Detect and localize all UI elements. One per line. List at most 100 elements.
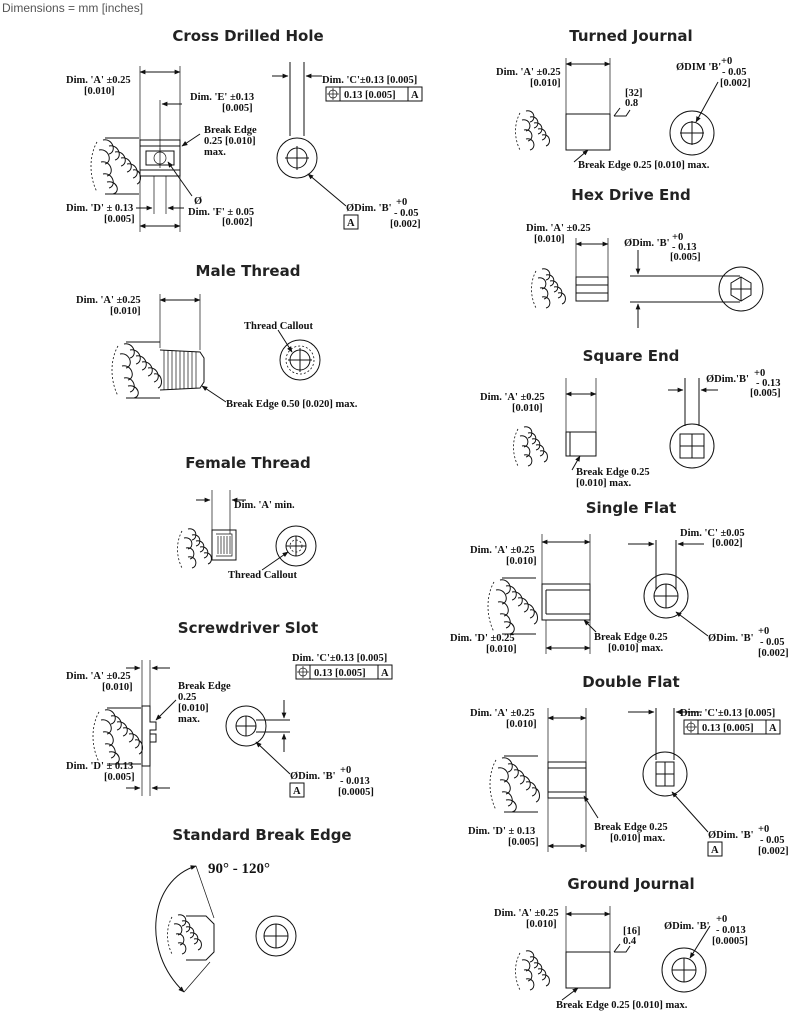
female-end-view	[275, 525, 317, 567]
svg-text:+0: +0	[340, 765, 351, 776]
female-thread-section: Female Thread Dim. 'A' min. Thread Callo…	[177, 454, 317, 581]
female-thread-title: Female Thread	[185, 454, 310, 472]
svg-text:[0.010]: [0.010]	[178, 703, 209, 714]
fcf-tolerance: 0.13 [0.005]	[702, 723, 754, 734]
svg-text:[0.002]: [0.002]	[222, 217, 253, 228]
threaded-shaft	[90, 137, 141, 195]
svg-text:A: A	[711, 845, 719, 856]
flat-body	[541, 583, 591, 621]
dim-c-label: Dim. 'C'±0.13 [0.005]	[322, 75, 417, 86]
fcf-datum: A	[411, 90, 419, 101]
svg-text:- 0.13: - 0.13	[672, 242, 697, 253]
svg-text:- 0.05: - 0.05	[760, 835, 785, 846]
svg-text:[0.010]: [0.010]	[512, 403, 543, 414]
svg-text:[0.010]: [0.010]	[506, 719, 537, 730]
end-view-circle	[276, 137, 318, 179]
dim-b-label: ØDim. 'B'	[346, 203, 392, 214]
turned-journal-section: Turned Journal [32] 0.8 Dim. 'A' ±0.25 […	[496, 27, 751, 171]
fcf-datum: A	[381, 668, 389, 679]
dim-a-label: Dim. 'A' ±0.25	[496, 67, 561, 78]
dim-b-label: ØDim. 'B'	[624, 238, 670, 249]
male-thread-title: Male Thread	[196, 262, 301, 280]
dim-a-label: Dim. 'A' ±0.25	[76, 295, 141, 306]
hex-drive-end-title: Hex Drive End	[571, 186, 690, 204]
dim-b-label: ØDim. 'B'	[708, 633, 754, 644]
svg-text:[0.005]: [0.005]	[222, 103, 253, 114]
svg-text:[0.002]: [0.002]	[758, 648, 789, 659]
dim-a-label: Dim. 'A' ±0.25	[494, 908, 559, 919]
angle-label: 90° - 120°	[208, 861, 270, 877]
surface-finish-symbol	[613, 107, 631, 117]
datum-box	[707, 841, 723, 857]
svg-text:[0.0005]: [0.0005]	[712, 936, 748, 947]
datum-box	[289, 782, 305, 798]
break-edge-label: Break Edge 0.25 [0.010] max.	[556, 1000, 688, 1011]
svg-text:A: A	[293, 786, 301, 797]
svg-text:- 0.05: - 0.05	[760, 637, 785, 648]
dim-b-label: ØDim. 'B'	[664, 921, 710, 932]
fcf-tolerance: 0.13 [0.005]	[344, 90, 396, 101]
svg-text:+0: +0	[721, 56, 732, 67]
single-flat-title: Single Flat	[586, 499, 677, 517]
svg-text:[0.010]: [0.010]	[110, 306, 141, 317]
svg-text:A: A	[347, 218, 355, 229]
dim-b-label: ØDim.'B'	[706, 374, 749, 385]
svg-text:[0.010]: [0.010]	[486, 644, 517, 655]
double-flat-body	[547, 761, 587, 799]
svg-text:[0.010]: [0.010]	[506, 556, 537, 567]
thread-callout-label: Thread Callout	[228, 570, 297, 581]
angle-arc	[155, 865, 197, 993]
dim-a-label: Dim. 'A' ±0.25	[470, 708, 535, 719]
svg-text:[0.002]: [0.002]	[720, 78, 751, 89]
turned-journal-title: Turned Journal	[569, 27, 692, 45]
dim-a-label: Dim. 'A' ±0.25	[526, 223, 591, 234]
svg-text:[16]: [16]	[623, 926, 641, 937]
svg-text:[0.010]: [0.010]	[534, 234, 565, 245]
hex-drive-end-section: Hex Drive End Dim. 'A' ±0.25 [0.010] ØDi…	[526, 186, 764, 328]
double-flat-title: Double Flat	[582, 673, 679, 691]
screwdriver-slot-section: Screwdriver Slot Dim. 'A' ±0.25 [0.010] …	[66, 619, 393, 798]
break-edge-label: Break Edge 0.25	[594, 822, 668, 833]
end-view-circle	[669, 110, 715, 156]
hex-body	[575, 276, 609, 302]
dim-d-label: Dim. 'D' ± 0.13	[66, 203, 133, 214]
fcf-datum: A	[769, 723, 777, 734]
svg-text:[32]: [32]	[625, 88, 643, 99]
break-edge-label: Break Edge 0.25 [0.010] max.	[578, 160, 710, 171]
svg-text:max.: max.	[178, 714, 200, 725]
svg-text:[0.010] max.: [0.010] max.	[608, 643, 663, 654]
svg-text:[0.005]: [0.005]	[750, 388, 781, 399]
dim-d-label: Dim. 'D' ± 0.13	[468, 826, 535, 837]
screwdriver-slot-title: Screwdriver Slot	[178, 619, 318, 637]
dim-a-label: Dim. 'A' ±0.25	[480, 392, 545, 403]
break-edge-label: Break Edge 0.50 [0.020] max.	[226, 399, 358, 410]
dim-e-label: Dim. 'E' ±0.13	[190, 92, 254, 103]
svg-text:0.4: 0.4	[623, 936, 637, 947]
flat-end-view	[643, 573, 689, 619]
svg-text:0.8: 0.8	[625, 98, 638, 109]
svg-text:+0: +0	[672, 232, 683, 243]
svg-text:+0: +0	[396, 197, 407, 208]
svg-text:- 0.013: - 0.013	[716, 925, 746, 936]
fcf-tolerance: 0.13 [0.005]	[314, 668, 366, 679]
svg-text:- 0.13: - 0.13	[756, 378, 781, 389]
surface-finish-symbol	[613, 943, 631, 953]
slot-end-view	[225, 705, 267, 747]
dim-d-label: Dim. 'D' ±0.25	[450, 633, 515, 644]
female-end	[211, 529, 237, 561]
svg-text:[0.002]: [0.002]	[712, 538, 743, 549]
svg-text:- 0.05: - 0.05	[722, 67, 747, 78]
svg-text:[0.005]: [0.005]	[670, 252, 701, 263]
svg-text:+0: +0	[758, 824, 769, 835]
dim-c-label: Dim. 'C'±0.13 [0.005]	[292, 653, 387, 664]
svg-text:[0.0005]: [0.0005]	[338, 787, 374, 798]
svg-text:+0: +0	[758, 626, 769, 637]
dim-c-label: Dim. 'C'±0.13 [0.005]	[680, 708, 775, 719]
ground-journal-body	[565, 951, 611, 989]
cross-drilled-hole-section: Cross Drilled Hole Dim. 'A' ±0.25 [0.010…	[66, 27, 423, 232]
dim-b-label: ØDim. 'B'	[290, 771, 336, 782]
dim-b-label: ØDIM 'B'	[676, 62, 721, 73]
dim-f-label: Dim. 'F' ± 0.05	[188, 207, 254, 218]
svg-text:0.25: 0.25	[178, 692, 196, 703]
